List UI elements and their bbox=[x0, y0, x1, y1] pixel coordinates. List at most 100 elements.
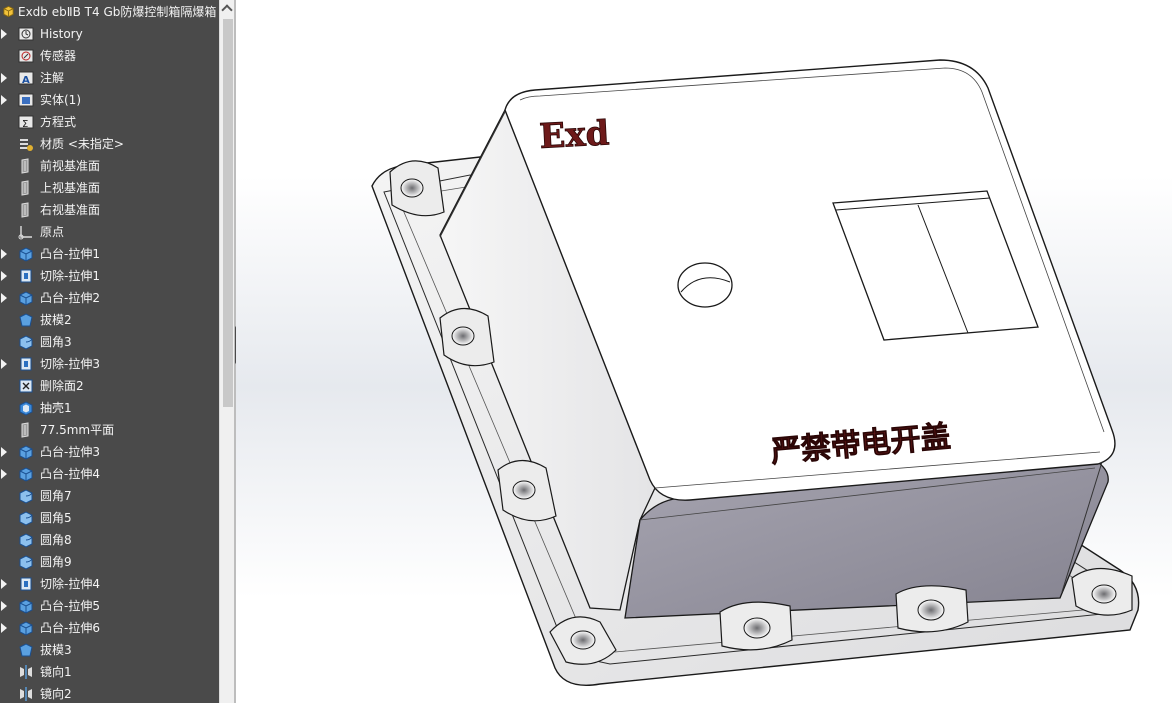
fillet-icon bbox=[19, 489, 33, 504]
tree-item-label: 镜向2 bbox=[40, 687, 72, 701]
expand-arrow-icon[interactable] bbox=[1, 249, 7, 259]
svg-text:A: A bbox=[22, 75, 30, 86]
tree-item[interactable]: 圆角3 bbox=[0, 331, 219, 353]
tree-scrollbar[interactable] bbox=[219, 0, 234, 703]
svg-text:Σ: Σ bbox=[22, 119, 28, 130]
tree-item[interactable]: 材质 <未指定> bbox=[0, 133, 219, 155]
box-vertical-edge bbox=[439, 111, 1103, 593]
tree-item-label: 右视基准面 bbox=[40, 203, 101, 217]
tree-item[interactable]: 拔模2 bbox=[0, 309, 219, 331]
tree-item[interactable]: 圆角5 bbox=[0, 507, 219, 529]
expand-arrow-icon[interactable] bbox=[1, 359, 7, 369]
tree-item[interactable]: 上视基准面 bbox=[0, 177, 219, 199]
tree-item-label: 圆角3 bbox=[40, 335, 72, 349]
tree-item-label: 切除-拉伸3 bbox=[40, 357, 100, 371]
boss-extrude-icon bbox=[19, 247, 33, 262]
tree-item[interactable]: 凸台-拉伸3 bbox=[0, 441, 219, 463]
tree-item-label: 拔模2 bbox=[40, 313, 72, 327]
bolt-boss-3 bbox=[497, 459, 557, 522]
expand-arrow-icon[interactable] bbox=[1, 601, 7, 611]
tree-item[interactable]: 77.5mm平面 bbox=[0, 419, 219, 441]
tree-item[interactable]: 凸台-拉伸1 bbox=[0, 243, 219, 265]
tree-item[interactable]: 凸台-拉伸6 bbox=[0, 617, 219, 639]
tree-item[interactable]: 拔模3 bbox=[0, 639, 219, 661]
bolt-boss-6 bbox=[895, 585, 969, 633]
tree-item-label: 凸台-拉伸3 bbox=[40, 445, 100, 459]
expand-arrow-icon[interactable] bbox=[1, 95, 7, 105]
explosion-proof-box-model[interactable]: Exd 严禁带电开盖 bbox=[236, 0, 1172, 703]
delete-face-icon bbox=[19, 379, 33, 393]
tree-item-label: 删除面2 bbox=[40, 379, 84, 393]
plane-icon bbox=[21, 202, 29, 218]
expand-arrow-icon[interactable] bbox=[1, 623, 7, 633]
tree-item[interactable]: 圆角7 bbox=[0, 485, 219, 507]
tree-item[interactable]: 圆角8 bbox=[0, 529, 219, 551]
scroll-up-arrow-icon[interactable] bbox=[221, 1, 234, 18]
tree-item[interactable]: 实体(1) bbox=[0, 89, 219, 111]
expand-arrow-icon[interactable] bbox=[1, 271, 7, 281]
tree-item[interactable]: 传感器 bbox=[0, 45, 219, 67]
solid-bodies-folder-icon bbox=[18, 93, 34, 107]
tree-item-label: 拔模3 bbox=[40, 643, 72, 657]
tree-item-label: 切除-拉伸1 bbox=[40, 269, 100, 283]
expand-arrow-icon[interactable] bbox=[1, 469, 7, 479]
material-icon bbox=[20, 139, 33, 151]
tree-root-part[interactable]: Exdb ebⅡB T4 Gb防爆控制箱隔爆箱 bbox=[0, 0, 219, 23]
tree-item-label: 凸台-拉伸2 bbox=[40, 291, 100, 305]
tree-item-label: 77.5mm平面 bbox=[40, 423, 115, 437]
expand-arrow-icon[interactable] bbox=[1, 29, 7, 39]
tree-item[interactable]: 切除-拉伸3 bbox=[0, 353, 219, 375]
tree-item-label: 镜向1 bbox=[40, 665, 72, 679]
tree-item[interactable]: 抽壳1 bbox=[0, 397, 219, 419]
lid-fillet-edge bbox=[519, 67, 1105, 433]
expand-arrow-icon[interactable] bbox=[1, 579, 7, 589]
tree-item-label: 原点 bbox=[40, 225, 65, 239]
tree-item[interactable]: 凸台-拉伸2 bbox=[0, 287, 219, 309]
cut-extrude-icon bbox=[20, 577, 32, 591]
tree-item[interactable]: 切除-拉伸4 bbox=[0, 573, 219, 595]
expand-arrow-icon[interactable] bbox=[1, 293, 7, 303]
sensor-folder-icon bbox=[18, 49, 34, 63]
scroll-thumb[interactable] bbox=[223, 19, 233, 407]
mirror-icon bbox=[20, 665, 32, 679]
tree-item[interactable]: 删除面2 bbox=[0, 375, 219, 397]
draft-icon bbox=[19, 643, 33, 657]
tree-item[interactable]: 原点 bbox=[0, 221, 219, 243]
tree-item[interactable]: 镜向2 bbox=[0, 683, 219, 703]
tree-item-label: 圆角5 bbox=[40, 511, 72, 525]
tree-item[interactable]: 切除-拉伸1 bbox=[0, 265, 219, 287]
expand-arrow-icon[interactable] bbox=[1, 447, 7, 457]
tree-item[interactable]: 凸台-拉伸5 bbox=[0, 595, 219, 617]
tree-item-label: 传感器 bbox=[40, 49, 77, 63]
cut-extrude-icon bbox=[20, 269, 32, 283]
lid-round-hole bbox=[677, 262, 733, 308]
expand-arrow-icon[interactable] bbox=[1, 73, 7, 83]
tree-item-label: 前视基准面 bbox=[40, 159, 101, 173]
tree-item[interactable]: 镜向1 bbox=[0, 661, 219, 683]
boss-extrude-icon bbox=[19, 621, 33, 636]
fillet-icon bbox=[19, 555, 33, 570]
tree-item[interactable]: 前视基准面 bbox=[0, 155, 219, 177]
mirror-icon bbox=[20, 687, 32, 701]
tree-item-label: 抽壳1 bbox=[40, 401, 72, 415]
tree-item-label: 注解 bbox=[40, 71, 65, 85]
tree-item-label: History bbox=[40, 27, 83, 41]
boss-extrude-icon bbox=[19, 445, 33, 460]
lid-exd-mark: Exd bbox=[538, 113, 610, 157]
annotation-folder-icon: A bbox=[18, 71, 34, 86]
tree-item[interactable]: History bbox=[0, 23, 219, 45]
tree-item[interactable]: 右视基准面 bbox=[0, 199, 219, 221]
draft-icon bbox=[19, 313, 33, 327]
tree-item[interactable]: A 注解 bbox=[0, 67, 219, 89]
tree-item[interactable]: 圆角9 bbox=[0, 551, 219, 573]
graphics-viewport[interactable]: Exd 严禁带电开盖 bbox=[236, 0, 1172, 703]
bolt-boss-4 bbox=[549, 616, 617, 665]
cut-extrude-icon bbox=[20, 357, 32, 371]
plane-icon bbox=[21, 180, 29, 196]
tree-item[interactable]: 凸台-拉伸4 bbox=[0, 463, 219, 485]
feature-manager-tree: Exdb ebⅡB T4 Gb防爆控制箱隔爆箱 History 传感器 A 注解实体(… bbox=[0, 0, 219, 703]
lid-front-edge bbox=[639, 451, 1101, 521]
tree-item-label: 凸台-拉伸4 bbox=[40, 467, 100, 481]
